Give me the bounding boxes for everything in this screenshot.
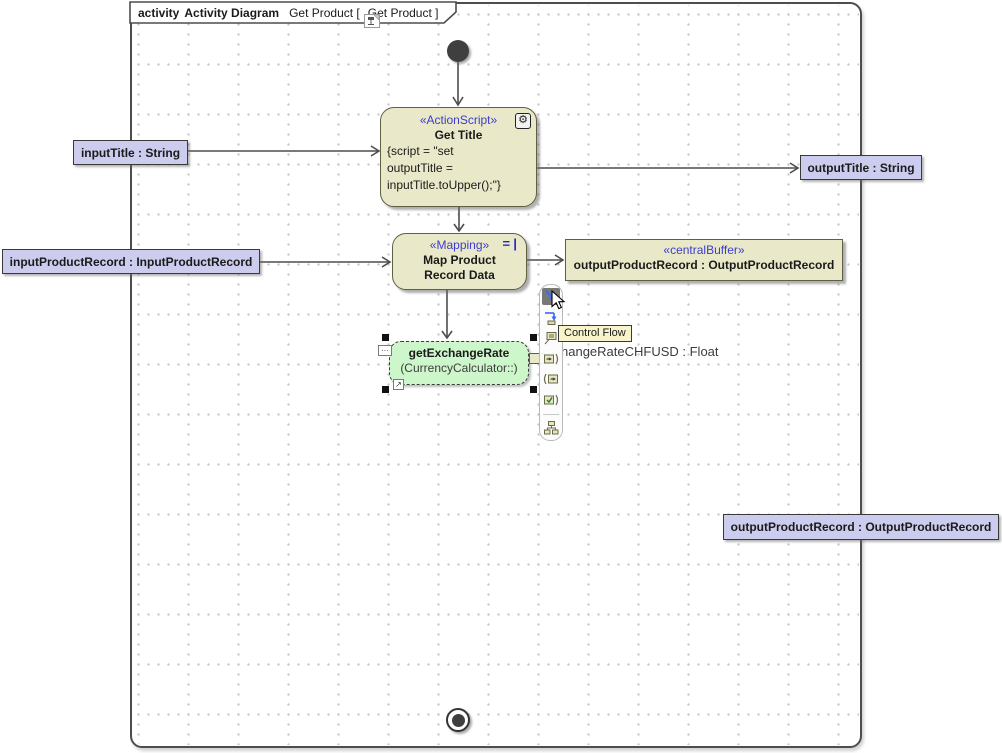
selection-handle[interactable] [530,334,537,341]
action-icon [544,331,557,345]
central-buffer-outputproductrecord[interactable]: «centralBuffer» outputProductRecord : Ou… [565,239,843,281]
action-name: getExchangeRate [408,346,510,360]
action-get-title[interactable]: «ActionScript» Get Title {script = "set … [380,107,537,207]
value-pin-button[interactable] [542,392,560,409]
action-button[interactable] [542,329,560,346]
input-pin-icon [544,353,559,364]
script-line: inputTitle.toUpper();"} [387,178,501,192]
tooltip-control-flow: Control Flow [558,325,632,342]
value-pin-icon [544,394,559,406]
action-map-product-record-data[interactable]: «Mapping» Map Product Record Data =| [392,233,527,290]
frame-name-right: Get Product ] [367,6,439,20]
structure-icon [544,420,559,435]
script-line: outputTitle = [387,161,453,175]
selection-handle[interactable] [382,386,389,393]
frame-header[interactable]: activity Activity Diagram Get Product [ … [129,1,459,28]
pin-label-exchangerate: hangeRateCHFUSD : Float [561,344,719,359]
frame-kind-keyword: activity [138,6,180,20]
output-pin-icon [543,373,558,385]
stereotype-centralbuffer: «centralBuffer» [663,243,745,257]
final-node-dot [451,713,465,727]
action-name: Map Product [423,253,496,267]
action-getexchangerate[interactable]: getExchangeRate (CurrencyCalculator::) [389,341,529,385]
structure-button[interactable] [542,419,560,436]
param-outputtitle[interactable]: outputTitle : String [800,155,922,180]
mapping-icon: =| [502,237,520,252]
param-inputtitle[interactable]: inputTitle : String [73,140,188,165]
behavior-qualifier: (CurrencyCalculator::) [400,361,518,375]
object-flow-button[interactable] [542,309,560,326]
frame-diagram-type: Activity Diagram [184,6,280,20]
toolbar-separator [543,414,559,416]
gear-icon: ⚙ [515,113,531,129]
script-line: {script = "set [387,144,454,158]
selection-handle[interactable] [530,386,537,393]
stereotype-mapping: «Mapping» [429,238,490,252]
hyperlink-icon[interactable]: ↗ [393,379,404,390]
mouse-cursor [551,289,571,317]
param-inputproductrecord[interactable]: inputProductRecord : InputProductRecord [2,249,260,274]
object-flow-icon [545,312,557,326]
edit-compartments-icon[interactable]: ··· [378,345,392,356]
stereotype-actionscript: «ActionScript» [419,113,498,127]
input-pin-button[interactable] [542,350,560,367]
action-name: Record Data [424,268,495,282]
buffer-name: outputProductRecord : OutputProductRecor… [573,258,835,272]
action-name: Get Title [434,128,483,142]
frame-name-left: Get Product [ [289,6,360,20]
activity-final-node[interactable] [446,708,470,732]
selection-handle[interactable] [382,334,389,341]
output-pin-button[interactable] [542,371,560,388]
param-outputproductrecord[interactable]: outputProductRecord : OutputProductRecor… [723,514,999,540]
initial-node[interactable] [447,40,469,62]
